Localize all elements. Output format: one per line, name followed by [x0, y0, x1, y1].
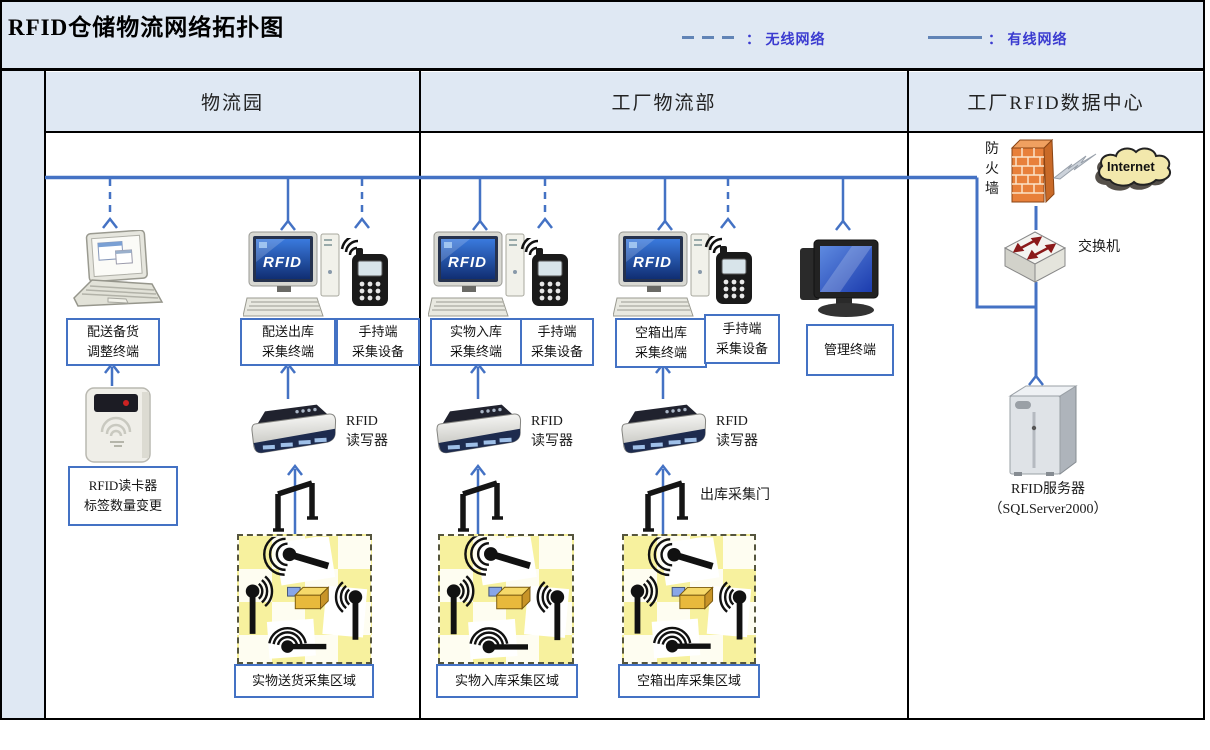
server-icon	[1008, 385, 1078, 476]
label-inbound-terminal: 实物入库 采集终端	[430, 318, 522, 366]
table-left-border	[44, 71, 46, 718]
gate-icon	[449, 472, 509, 534]
label-firewall: 防火墙	[985, 142, 999, 197]
diagram-title: RFID仓储物流网络拓扑图	[8, 15, 285, 40]
laptop-icon	[68, 230, 164, 314]
lightning-link-icon	[1052, 153, 1097, 180]
column-divider-2	[907, 71, 909, 718]
legend-colon: ：	[746, 33, 761, 48]
frame-left-border	[0, 0, 2, 720]
rfid-reader-icon	[616, 400, 708, 460]
label-handheld-1: 手持端 采集设备	[336, 318, 420, 366]
title-band-background	[2, 2, 1203, 69]
label-management-terminal: 管理终端	[806, 324, 894, 376]
collection-area-delivery	[237, 534, 372, 664]
internet-cloud-icon: Internet	[1095, 147, 1172, 191]
legend-wired-line-sample	[928, 36, 982, 39]
column-divider-1	[419, 71, 421, 718]
rfid-reader-icon	[246, 400, 338, 460]
column-header-factory-logistics: 工厂物流部	[611, 93, 717, 114]
management-monitor-icon	[796, 236, 888, 320]
label-rfid-reader-1: RFID 读写器	[346, 414, 388, 449]
label-rfid-server: RFID服务器 （SQLServer2000）	[988, 482, 1108, 517]
header-row-background	[46, 72, 1203, 131]
rfid-card-reader-icon	[84, 386, 160, 464]
frame-right-border	[1203, 0, 1205, 720]
wired-drop-lines	[286, 179, 845, 221]
header-bottom-border	[44, 131, 1203, 133]
rfid-reader-icon	[431, 400, 523, 460]
rfid-pc-icon	[613, 230, 715, 318]
label-rfid-reader-3: RFID 读写器	[716, 414, 758, 449]
label-delivery-prep-terminal: 配送备货 调整终端	[66, 318, 160, 366]
gate-icon	[264, 472, 324, 534]
rfid-pc-icon	[428, 230, 530, 318]
drop-arrowheads	[102, 216, 1044, 386]
rfid-pc-icon	[243, 230, 345, 318]
title-separator-line	[2, 68, 1203, 71]
wireless-drop-lines	[108, 179, 730, 218]
handheld-device-icon	[702, 236, 756, 306]
internet-label: Internet	[1107, 159, 1155, 174]
column-header-rfid-datacenter: 工厂RFID数据中心	[967, 93, 1145, 114]
label-outbound-gate: 出库采集门	[700, 488, 770, 503]
gate-icon	[634, 472, 694, 534]
column-header-logistics-park: 物流园	[200, 93, 264, 114]
switch-icon	[1003, 231, 1067, 283]
firewall-icon	[1010, 138, 1055, 204]
left-margin-strip	[2, 69, 44, 718]
label-area-empty-outbound: 空箱出库采集区域	[618, 664, 760, 698]
legend-colon: ：	[988, 33, 1003, 48]
antenna-field-icon	[440, 536, 572, 662]
label-delivery-outbound-terminal: 配送出库 采集终端	[240, 318, 336, 366]
frame-top-border	[2, 0, 1203, 2]
antenna-field-icon	[624, 536, 754, 662]
label-handheld-3: 手持端 采集设备	[704, 314, 780, 364]
frame-bottom-border	[2, 718, 1203, 720]
label-handheld-2: 手持端 采集设备	[520, 318, 594, 366]
legend-wireless-line-sample	[682, 36, 740, 39]
collection-area-empty-outbound	[622, 534, 756, 664]
label-area-inbound: 实物入库采集区域	[436, 664, 578, 698]
label-area-delivery: 实物送货采集区域	[234, 664, 374, 698]
handheld-device-icon	[518, 238, 572, 308]
legend-wireless-label: ： 无线网络	[746, 33, 826, 48]
legend-wired-label: ： 有线网络	[988, 33, 1068, 48]
handheld-device-icon	[338, 238, 392, 308]
label-empty-outbound-terminal: 空箱出库 采集终端	[615, 318, 707, 368]
label-switch: 交换机	[1078, 240, 1120, 255]
wired-datacenter-path	[975, 177, 1038, 376]
label-card-reader: RFID读卡器 标签数量变更	[68, 466, 178, 526]
label-rfid-reader-2: RFID 读写器	[531, 414, 573, 449]
collection-area-inbound	[438, 534, 574, 664]
antenna-field-icon	[239, 536, 370, 662]
